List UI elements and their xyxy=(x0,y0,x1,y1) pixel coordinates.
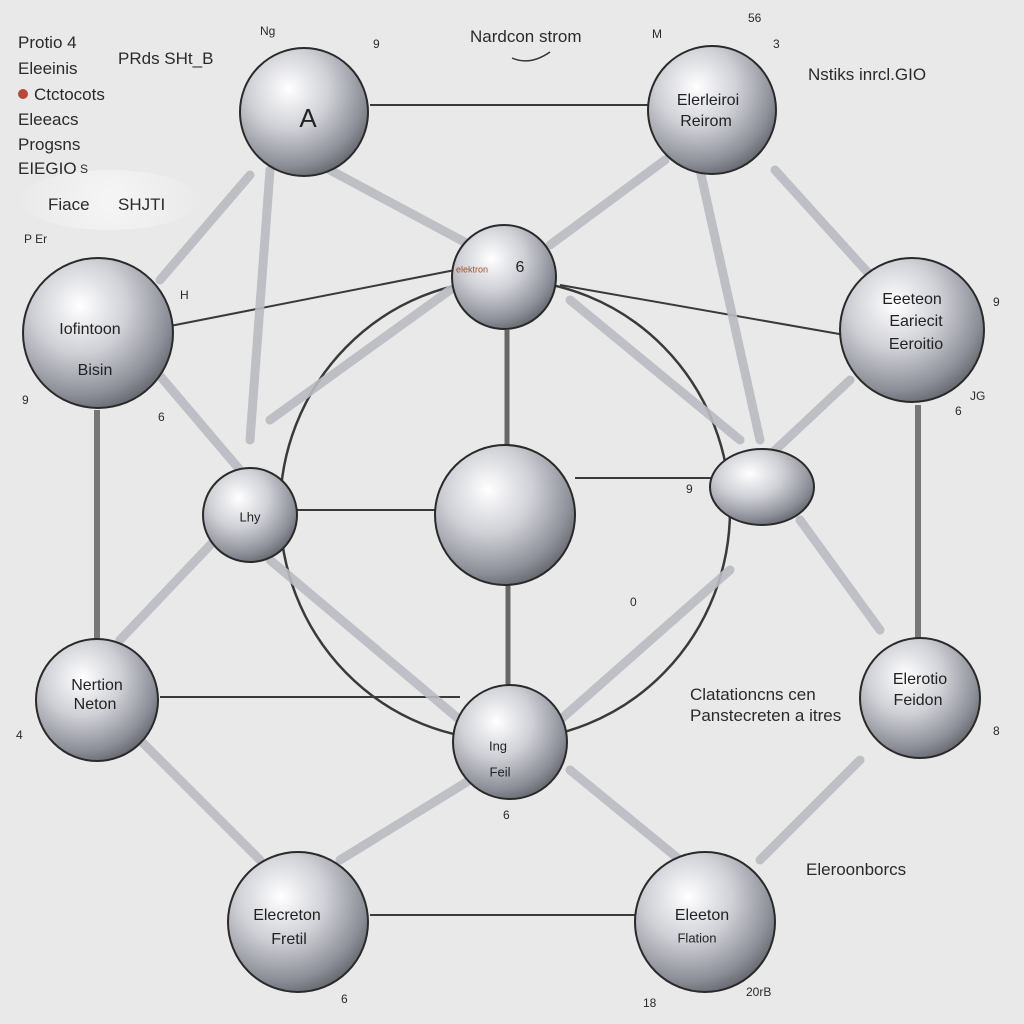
sphere-upper-center xyxy=(451,224,557,330)
small-label: 20rB xyxy=(746,985,772,999)
legend-line-2: Eleeinis xyxy=(18,59,78,78)
link-upper-right xyxy=(559,284,846,336)
node-label-bottom-far-left-1: Elecreton xyxy=(253,907,321,924)
small-label: 9 xyxy=(686,482,693,496)
small-label: 6 xyxy=(341,992,348,1006)
legend-item-2: Eleeacs xyxy=(18,110,79,129)
bone-bc-bfl xyxy=(335,775,475,865)
legend-dot xyxy=(18,89,28,99)
haze-accent xyxy=(20,170,200,230)
bone-tl-left xyxy=(155,170,255,285)
bone-upper-midright xyxy=(565,295,745,445)
node-label-bottom-left-1: Nertion xyxy=(71,677,123,694)
sphere-top-right xyxy=(647,45,777,175)
sphere-bottom-right-side xyxy=(859,637,981,759)
sphere-mid-right xyxy=(709,448,815,526)
bone-right-midright xyxy=(765,375,855,460)
bone-tl-upper xyxy=(325,165,475,250)
node-label-bottom-left-2: Neton xyxy=(73,696,117,713)
sphere-right xyxy=(839,257,985,403)
bone-tr-right xyxy=(770,165,875,280)
title-squiggle xyxy=(511,51,551,62)
node-label-bottom-far-left-2: Fretil xyxy=(271,931,307,948)
node-label-mid-left: Lhy xyxy=(239,509,261,525)
small-label: 6 xyxy=(955,404,962,418)
sphere-top-left xyxy=(239,47,369,177)
small-label: 9 xyxy=(22,393,29,407)
small-label: 4 xyxy=(16,728,23,742)
node-label-top-right-1: Elerleiroi xyxy=(676,92,740,109)
sphere-bottom-far-right xyxy=(634,851,776,993)
center-right-note-2: Panstecreten a itres xyxy=(690,706,842,725)
node-label-bottom-center-1: Ing xyxy=(488,738,508,754)
node-label-left-1: Iofintoon xyxy=(59,321,121,338)
node-label-top-right-2: Reirom xyxy=(680,113,732,130)
small-label: M xyxy=(652,27,662,41)
diagram-title: Nardcon strom xyxy=(470,27,582,46)
legend-item-3: Progsns xyxy=(18,135,81,154)
bone-midright-bottomcenter xyxy=(555,565,735,725)
node-label-bottom-right-side-2: Feidon xyxy=(893,692,943,709)
node-label-left-2: Bisin xyxy=(77,362,113,379)
node-label-upper-center-1: elektron xyxy=(455,264,489,275)
small-label: 18 xyxy=(643,996,657,1010)
sphere-bottom-left xyxy=(35,638,159,762)
bone-bc-bfr xyxy=(565,765,685,865)
bone-left-midleft xyxy=(150,365,245,475)
small-label: 6 xyxy=(158,410,165,424)
small-label: 9 xyxy=(373,37,380,51)
node-label-right-1: Eeeteon xyxy=(882,291,942,308)
bone-upper-midleft xyxy=(265,285,455,425)
bone-links xyxy=(115,155,885,865)
top-note: PRds SHt_B xyxy=(118,49,214,68)
node-label-right-3: Eeroitio xyxy=(888,336,944,353)
bone-midleft-bottomcenter xyxy=(265,555,465,725)
bottom-right-note: Eleroonborcs xyxy=(806,860,907,879)
sphere-center xyxy=(434,444,576,586)
legend-item-4: EIEGIO xyxy=(18,159,77,178)
legend-item-5-suffix: SHJTI xyxy=(118,195,166,214)
bone-midright-bottomright xyxy=(795,515,885,635)
small-label: 0 xyxy=(630,595,637,609)
legend-item-4-suffix: S xyxy=(80,162,89,176)
link-left-upper xyxy=(159,269,456,329)
bone-tr-midright xyxy=(695,165,765,445)
legend-footnote: P Er xyxy=(24,232,48,246)
node-label-right-2: Eariecit xyxy=(889,313,943,330)
bone-midleft-bottomleft xyxy=(115,535,220,645)
small-label: 6 xyxy=(503,808,510,822)
node-label-bottom-far-right-2: Flation xyxy=(677,930,717,946)
legend-item-5: Fiace xyxy=(48,195,90,214)
small-label: Ng xyxy=(260,24,276,38)
bone-tr-upper xyxy=(545,155,670,250)
bone-bl-bfl xyxy=(135,735,265,865)
sphere-bottom-far-left xyxy=(227,851,369,993)
small-label: H xyxy=(180,288,189,302)
center-right-note-1: Clatationcns cen xyxy=(690,685,816,704)
legend-line-1: Protio 4 xyxy=(18,33,77,52)
atom-spheres xyxy=(22,45,985,993)
small-label: JG xyxy=(970,389,986,403)
small-label: 9 xyxy=(993,295,1000,309)
sphere-mid-left xyxy=(202,467,298,563)
top-right-note: Nstiks inrcl.GIO xyxy=(808,65,927,84)
node-label-bottom-far-right-1: Eleeton xyxy=(674,907,730,924)
small-label: 3 xyxy=(773,37,780,51)
small-label: 56 xyxy=(748,11,762,25)
node-label-bottom-right-side-1: Elerotio xyxy=(892,671,948,688)
bone-br-bfr xyxy=(755,755,865,865)
sphere-left xyxy=(22,257,174,409)
bone-tl-midleft xyxy=(245,165,275,445)
sphere-bottom-center xyxy=(452,684,568,800)
small-label: 8 xyxy=(993,724,1000,738)
node-label-bottom-center-2: Feil xyxy=(489,764,511,780)
legend-item-1: Ctctocots xyxy=(34,85,105,104)
node-label-upper-center-2: 6 xyxy=(515,259,525,276)
node-label-top-left: A xyxy=(299,103,317,133)
